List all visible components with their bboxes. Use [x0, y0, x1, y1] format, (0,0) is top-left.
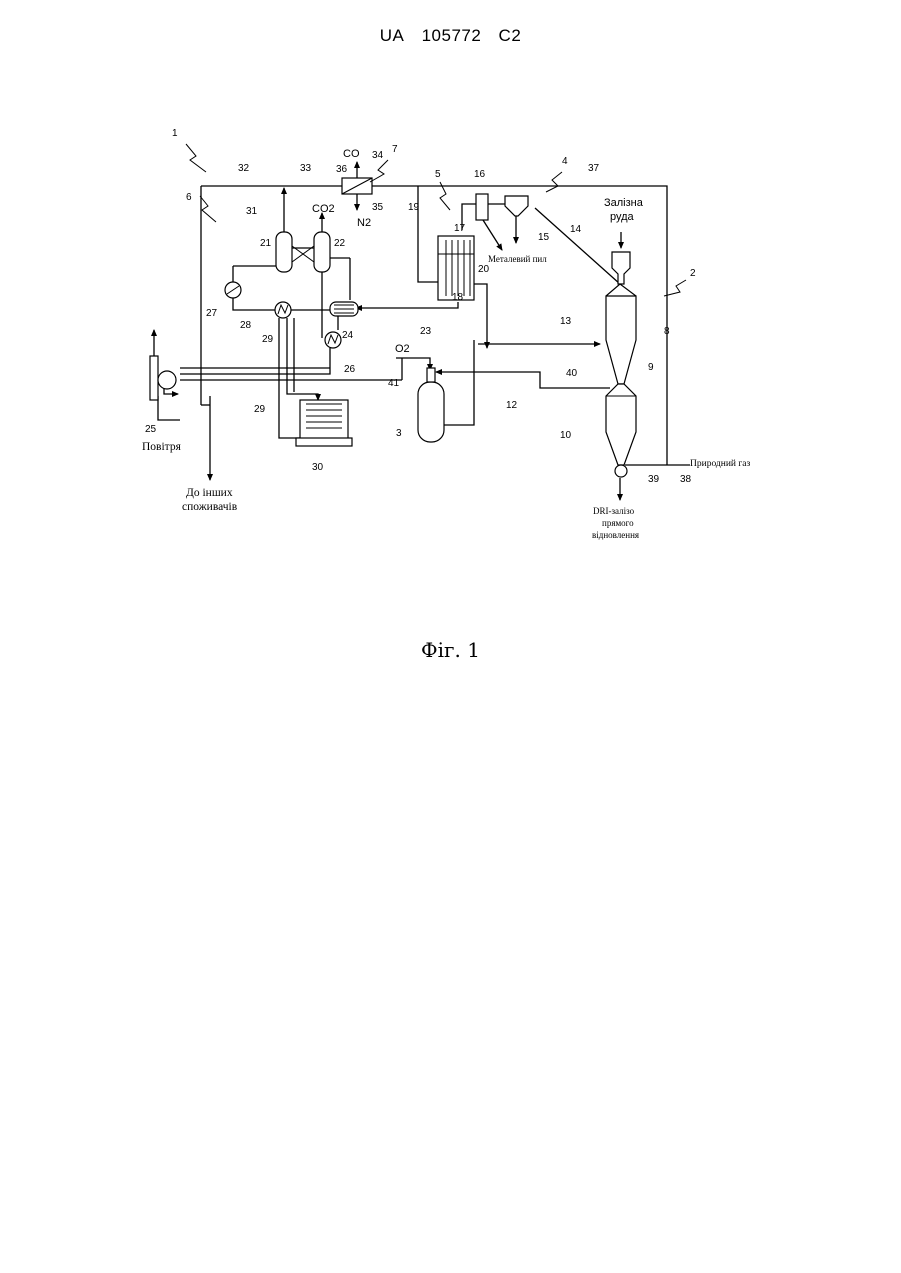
ref-36: 36	[336, 164, 348, 175]
reactor-17	[438, 236, 474, 300]
ref-15: 15	[538, 232, 550, 243]
ref-7: 7	[392, 144, 398, 155]
stream-dri-1: DRI-залізо	[593, 506, 635, 516]
ref-41: 41	[388, 378, 400, 389]
ref-34: 34	[372, 150, 384, 161]
ref-5: 5	[435, 169, 441, 180]
stream-iron-ore-1: Залізна	[604, 197, 644, 209]
ref-1: 1	[172, 128, 178, 139]
ref-20: 20	[478, 264, 490, 275]
ref-32: 32	[238, 163, 250, 174]
ref-18: 18	[452, 292, 464, 303]
filter-16	[476, 194, 488, 220]
stream-dri-3: відновлення	[592, 530, 639, 540]
stream-co: CO	[343, 148, 360, 160]
stack-25	[150, 356, 158, 400]
ref-29-top: 29	[262, 334, 274, 345]
ref-24: 24	[342, 330, 354, 341]
ref-23: 23	[420, 326, 432, 337]
ref-27: 27	[206, 308, 218, 319]
ref-30: 30	[312, 462, 324, 473]
ref-14: 14	[570, 224, 582, 235]
stream-o2: O2	[395, 343, 410, 355]
stream-metal-dust: Металевий пил	[488, 254, 547, 264]
stream-n2: N2	[357, 217, 371, 229]
ref-17: 17	[454, 223, 466, 234]
ref-13: 13	[560, 316, 572, 327]
ref-25: 25	[145, 424, 157, 435]
ref-38: 38	[680, 474, 692, 485]
shaft-furnace	[606, 284, 636, 384]
ref-33: 33	[300, 163, 312, 174]
absorber-21	[276, 232, 292, 272]
cyclone-15	[505, 196, 528, 216]
stream-others-1: До інших	[186, 487, 233, 499]
ref-19: 19	[408, 202, 420, 213]
ref-37: 37	[588, 163, 600, 174]
stream-natural-gas: Природний газ	[690, 458, 750, 469]
ref-39: 39	[648, 474, 660, 485]
ref-4: 4	[562, 156, 568, 167]
ref-40: 40	[566, 368, 578, 379]
ref-6: 6	[186, 192, 192, 203]
stream-air: Повітря	[142, 441, 182, 453]
absorber-22	[314, 232, 330, 272]
heater-30	[300, 400, 348, 440]
ref-9: 9	[648, 362, 654, 373]
ref-2: 2	[690, 268, 696, 279]
ref-31: 31	[246, 206, 258, 217]
stream-iron-ore-2: руда	[610, 211, 635, 223]
ref-29-bottom: 29	[254, 404, 266, 415]
ref-22: 22	[334, 238, 346, 249]
ref-21: 21	[260, 238, 272, 249]
compressor-25	[158, 371, 176, 389]
ref-35: 35	[372, 202, 384, 213]
ref-16: 16	[474, 169, 486, 180]
ref-26: 26	[344, 364, 356, 375]
stream-others-2: споживачів	[182, 501, 238, 513]
ref-12: 12	[506, 400, 518, 411]
ref-8: 8	[664, 326, 670, 337]
process-flow-diagram: 1 32 33 6 36 34 7 35 31 21 22 27 28 29 2…	[0, 0, 901, 700]
stream-co2: CO2	[312, 203, 335, 215]
stream-labels: CO CO2 N2 O2 Залізна руда Металевий пил …	[142, 148, 750, 540]
ref-10: 10	[560, 430, 572, 441]
ref-3: 3	[396, 428, 402, 439]
stream-dri-2: прямого	[602, 518, 634, 528]
vessel-3	[418, 382, 444, 442]
ref-28: 28	[240, 320, 252, 331]
figure-caption: Фіг. 1	[0, 638, 901, 662]
